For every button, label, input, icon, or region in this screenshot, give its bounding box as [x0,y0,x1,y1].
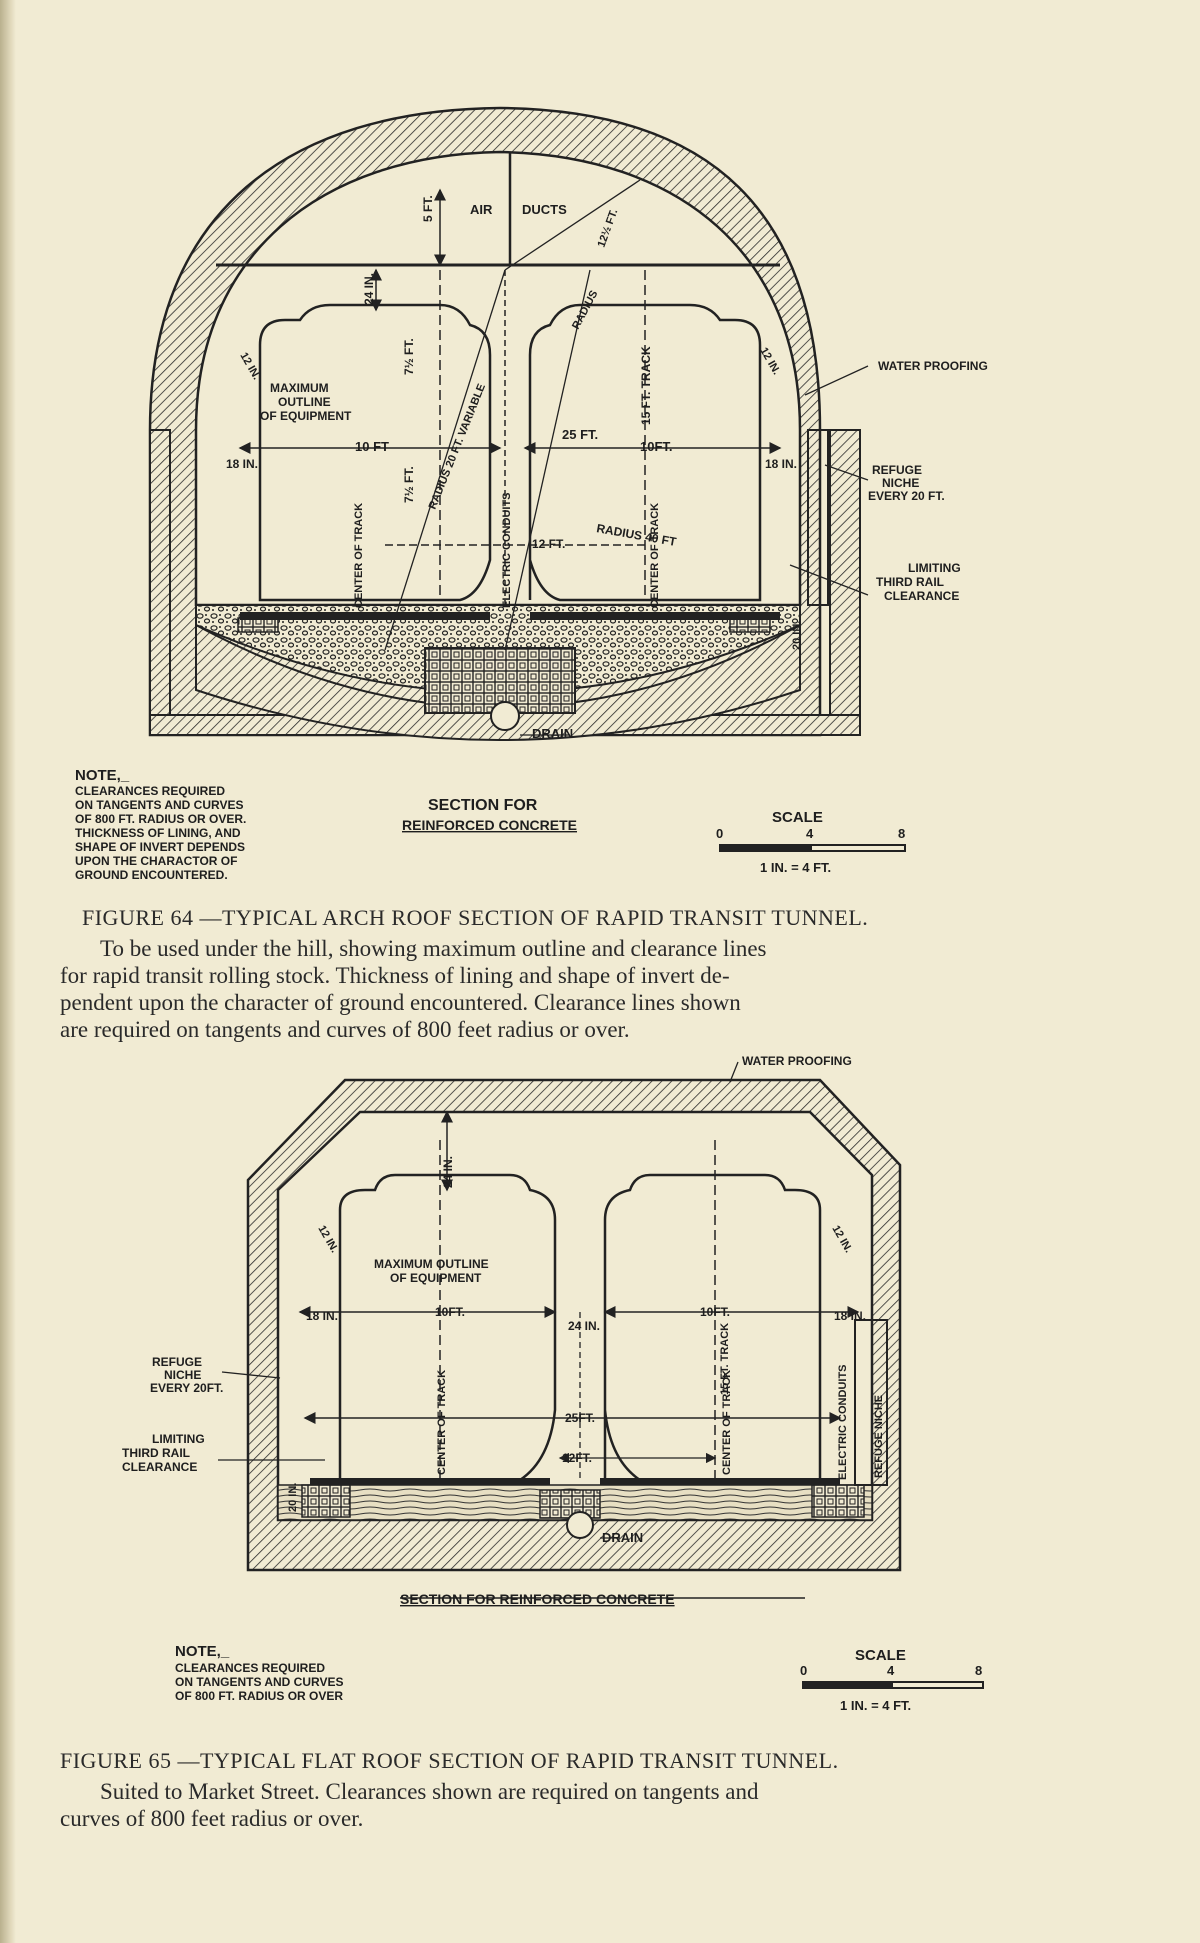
fig64-refuge-3: EVERY 20 FT. [868,489,945,503]
fig64-max-outline-3: OF EQUIPMENT [260,409,352,423]
fig64-25ft: 25 FT. [562,427,598,442]
fig65-25ft: 25FT. [565,1411,595,1425]
fig65-limiting-1: LIMITING [152,1432,205,1446]
fig64-electric-conduits: ELECTRIC CONDUITS [501,493,513,609]
svg-text:ON TANGENTS AND CURVES: ON TANGENTS AND CURVES [175,1675,343,1689]
fig64-refuge-2: NICHE [882,476,919,490]
fig65-18in-left: 18 IN. [306,1309,338,1323]
fig64-5ft-label: 5 FT. [421,195,435,222]
fig64-limiting-3: CLEARANCE [884,589,959,603]
figure65-note: NOTE,_ CLEARANCES REQUIRED ON TANGENTS A… [175,1643,343,1703]
fig64-24in-label: 24 IN. [362,273,376,305]
fig64-center-track-right: CENTER OF TRACK [649,503,661,608]
fig65-drain: DRAIN [602,1530,643,1545]
fig65-max-outline-1: MAXIMUM OUTLINE [374,1257,489,1271]
fig64-air-label: AIR [470,202,493,217]
svg-text:NOTE,_: NOTE,_ [75,767,130,784]
fig64-center-track-left: CENTER OF TRACK [353,503,365,608]
fig65-limiting-2: THIRD RAIL [122,1446,190,1460]
svg-text:1 IN. = 4 FT.: 1 IN. = 4 FT. [760,860,831,875]
svg-text:8: 8 [975,1663,982,1678]
fig65-12ft: 12FT. [562,1451,592,1465]
fig64-7half-ft-upper: 7½ FT. [402,338,416,375]
fig65-refuge-niche-vertical: REFUGE NICHE [873,1395,885,1478]
fig65-refuge-2: NICHE [164,1368,201,1382]
fig64-refuge-1: REFUGE [872,463,922,477]
svg-text:NOTE,_: NOTE,_ [175,1643,230,1660]
fig64-15ft-track: 15 FT. TRACK [639,346,653,425]
fig64-water-proofing: WATER PROOFING [878,359,988,373]
fig64-20in: 20 IN. [791,621,803,650]
figure64-caption-block: FIGURE 64 —TYPICAL ARCH ROOF SECTION OF … [60,905,1020,1043]
fig65-refuge-1: REFUGE [152,1355,202,1369]
fig64-limiting-2: THIRD RAIL [876,575,944,589]
fig65-center-track-right: CENTER OF TRACK [721,1370,733,1475]
figure64-caption: FIGURE 64 —TYPICAL ARCH ROOF SECTION OF … [82,905,869,930]
fig65-20in: 20 IN. [287,1483,299,1512]
fig64-section-title-2: REINFORCED CONCRETE [402,817,577,833]
svg-text:CLEARANCES REQUIRED: CLEARANCES REQUIRED [175,1661,325,1675]
figure65-drawing [218,1061,902,1599]
svg-text:ON TANGENTS AND CURVES: ON TANGENTS AND CURVES [75,798,243,812]
figure65-description: Suited to Market Street. Clearances show… [60,1779,759,1831]
fig64-limiting-1: LIMITING [908,561,961,575]
svg-text:CLEARANCES REQUIRED: CLEARANCES REQUIRED [75,784,225,798]
svg-text:SCALE: SCALE [855,1647,906,1664]
fig65-24in-top: 24 IN. [441,1156,455,1188]
fig65-section-title: SECTION FOR REINFORCED CONCRETE [400,1591,675,1607]
page-binding-edge [0,0,16,1943]
figure64-drawing [148,106,869,741]
fig65-refuge-3: EVERY 20FT. [150,1381,223,1395]
svg-text:1 IN. = 4 FT.: 1 IN. = 4 FT. [840,1698,911,1713]
svg-text:SCALE: SCALE [772,809,823,826]
fig65-15ft-track: 15 FT. TRACK [719,1323,731,1395]
fig65-water-proofing: WATER PROOFING [742,1054,852,1068]
svg-text:OF 800 FT. RADIUS OR OVER.: OF 800 FT. RADIUS OR OVER. [75,812,246,826]
fig64-section-title-1: SECTION FOR [428,797,538,814]
figure65-caption-block: FIGURE 65 —TYPICAL FLAT ROOF SECTION OF … [60,1748,1020,1832]
svg-text:THICKNESS OF LINING, AND: THICKNESS OF LINING, AND [75,826,241,840]
fig64-max-outline-2: OUTLINE [278,395,331,409]
fig65-18in-right: 18 IN. [834,1309,866,1323]
fig65-max-outline-2: OF EQUIPMENT [390,1271,482,1285]
svg-text:8: 8 [898,826,905,841]
fig65-10ft-right: 10FT. [700,1305,730,1319]
svg-text:OF 800 FT. RADIUS OR OVER: OF 800 FT. RADIUS OR OVER [175,1689,343,1703]
fig65-electric-conduits: ELECTRIC CONDUITS [837,1365,849,1481]
fig65-24in-mid: 24 IN. [568,1319,600,1333]
svg-text:SHAPE OF INVERT DEPENDS: SHAPE OF INVERT DEPENDS [75,840,245,854]
fig64-18in-left: 18 IN. [226,457,258,471]
fig64-12ft: 12 FT. [532,537,565,551]
figure65-caption: FIGURE 65 —TYPICAL FLAT ROOF SECTION OF … [60,1748,839,1773]
svg-text:0: 0 [800,1663,807,1678]
figure64-note: NOTE,_ CLEARANCES REQUIRED ON TANGENTS A… [75,767,246,882]
svg-text:0: 0 [716,826,723,841]
fig65-10ft-left: 10FT. [435,1305,465,1319]
fig64-7half-ft: 7½ FT. [402,466,416,503]
fig64-ducts-label: DUCTS [522,202,567,217]
svg-text:4: 4 [887,1663,895,1678]
fig65-limiting-3: CLEARANCE [122,1460,197,1474]
fig64-10ft-right: 10FT. [640,439,673,454]
svg-text:GROUND ENCOUNTERED.: GROUND ENCOUNTERED. [75,868,228,882]
fig64-drain: DRAIN [532,726,573,741]
fig64-max-outline-1: MAXIMUM [270,381,329,395]
figure65-scale: SCALE 0 4 8 1 IN. = 4 FT. [800,1647,984,1713]
svg-text:4: 4 [806,826,814,841]
svg-text:UPON THE CHARACTOR OF: UPON THE CHARACTOR OF [75,854,237,868]
fig64-10ft-left: 10 FT [355,439,389,454]
fig65-center-track-left: CENTER OF TRACK [436,1370,448,1475]
fig64-18in-right: 18 IN. [765,457,797,471]
figure64-scale: SCALE 0 4 8 1 IN. = 4 FT. [716,809,906,875]
figure64-description: To be used under the hill, showing maxim… [60,936,767,1042]
